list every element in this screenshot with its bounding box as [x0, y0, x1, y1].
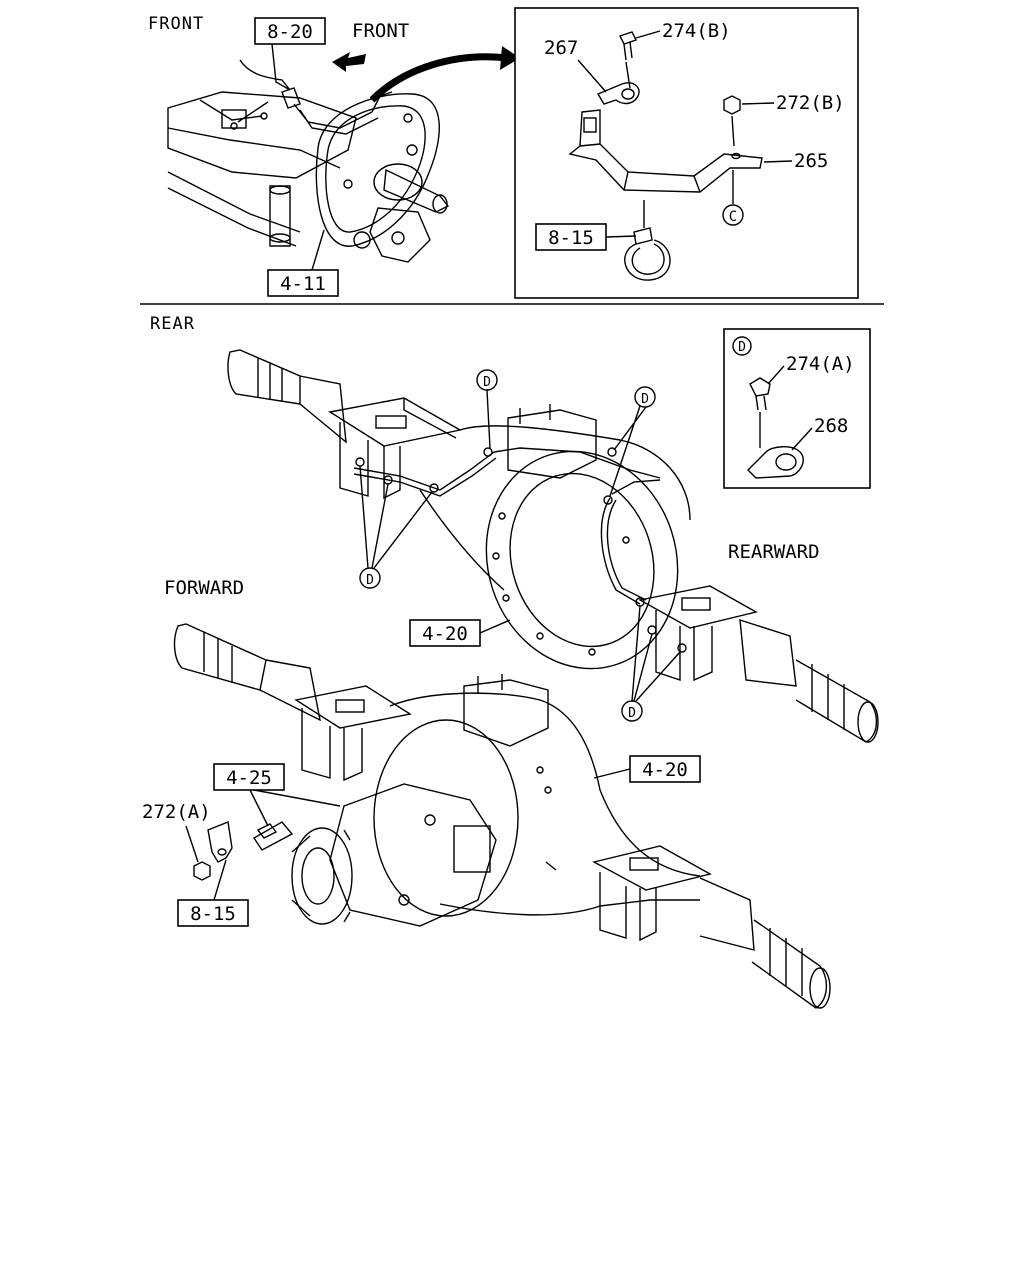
marker-d-detail	[732, 336, 752, 356]
ref-4-11: 4-11	[280, 273, 326, 295]
part-272b: 272(B)	[776, 92, 845, 114]
direction-label-rearward: REARWARD	[728, 541, 820, 563]
ref-box-8-15-lower	[177, 899, 249, 927]
rear-axle-lower-drawing	[173, 623, 831, 1009]
part-272a: 272(A)	[142, 801, 211, 823]
ref-box-4-25	[213, 763, 285, 791]
nut-bracket-drawing	[193, 821, 278, 881]
ref-4-20-upper: 4-20	[422, 623, 468, 645]
part-274b: 274(B)	[662, 20, 731, 42]
bracket-assembly-drawing	[568, 31, 763, 281]
section-label-rear: REAR	[150, 314, 195, 334]
section-label-front: FRONT	[148, 14, 204, 34]
part-274a: 274(A)	[786, 353, 855, 375]
marker-d-1-label: D	[483, 375, 491, 390]
clip-assembly-drawing	[747, 377, 804, 479]
marker-d-3	[359, 567, 381, 589]
front-direction-arrow-icon	[332, 52, 366, 72]
ref-8-20: 8-20	[267, 21, 313, 43]
marker-d-detail-label: D	[738, 340, 746, 355]
part-268: 268	[814, 415, 848, 437]
detail-box-d	[723, 328, 871, 489]
ref-box-4-20-upper	[409, 619, 481, 647]
ref-box-4-11	[267, 269, 339, 297]
ref-4-25: 4-25	[226, 767, 272, 789]
marker-d-3-label: D	[366, 573, 374, 588]
marker-d-2	[634, 386, 656, 408]
ref-8-15-top: 8-15	[548, 227, 594, 249]
marker-d-4-label: D	[628, 706, 636, 721]
front-axle-drawing	[167, 46, 520, 263]
marker-d-2-label: D	[641, 392, 649, 407]
ref-box-8-20	[254, 17, 326, 45]
ref-box-4-20-lower	[629, 755, 701, 783]
marker-c	[722, 204, 744, 226]
ref-box-8-15-top	[535, 223, 607, 251]
part-265: 265	[794, 150, 828, 172]
marker-c-label: C	[729, 209, 737, 225]
rear-axle-upper-drawing	[227, 349, 879, 743]
ref-8-15-lower: 8-15	[190, 903, 236, 925]
direction-label-front: FRONT	[352, 20, 409, 42]
ref-4-20-lower: 4-20	[642, 759, 688, 781]
direction-label-forward: FORWARD	[164, 577, 244, 599]
part-267: 267	[544, 37, 578, 59]
